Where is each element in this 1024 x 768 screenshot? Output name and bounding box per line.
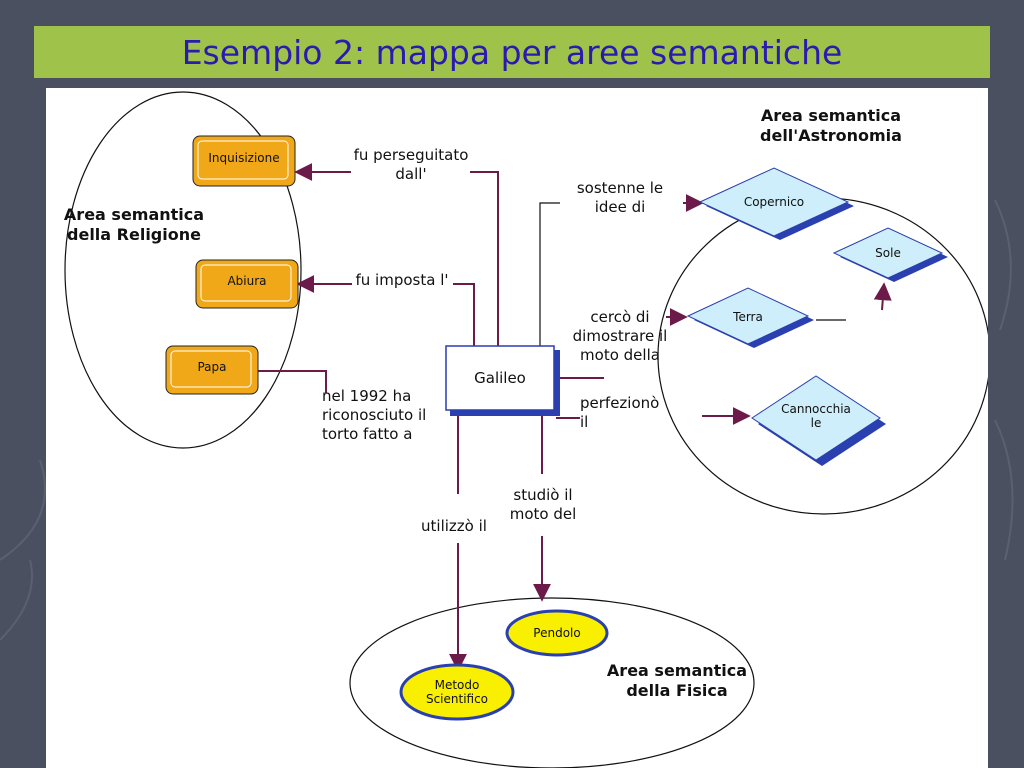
abiura-node: Abiura	[227, 274, 267, 288]
terra-node: Terra	[733, 310, 763, 324]
title-bar: Esempio 2: mappa per aree semantiche	[34, 26, 990, 78]
sole-node: Sole	[875, 246, 901, 260]
link-label-riconosciuto: nel 1992 ha riconosciuto il torto fatto …	[322, 387, 427, 443]
galileo-node: Galileo	[474, 369, 526, 387]
metodo-scientifico-node: Metodo Scientifico	[425, 678, 489, 706]
galileo-box	[445, 345, 560, 416]
area-label-fisica: Area semantica della Fisica	[606, 661, 748, 700]
papa-node: Papa	[197, 360, 227, 374]
link-label-sostenne: sostenne le idee di	[576, 179, 664, 216]
religione-area-ellipse	[64, 91, 302, 449]
orange-nodes	[165, 135, 299, 395]
pendolo-node: Pendolo	[533, 626, 581, 640]
link-label-cerco: cercò di dimostrare il moto della	[572, 308, 668, 364]
black-connector-lines	[539, 202, 846, 346]
copernico-node: Copernico	[743, 195, 805, 209]
concept-map-canvas: Area semantica della Religione Area sema…	[46, 88, 988, 768]
concept-map-graphics	[64, 91, 988, 768]
link-label-perfeziono: perfezionò il	[580, 394, 660, 431]
link-label-utilizzo: utilizzò il	[421, 517, 487, 535]
fisica-area-ellipse	[349, 597, 755, 768]
link-label-perseguitato: fu perseguitato dall'	[353, 146, 469, 183]
link-label-imposta: fu imposta l'	[355, 271, 449, 289]
area-label-religione: Area semantica della Religione	[63, 205, 205, 244]
yellow-nodes	[399, 609, 609, 721]
slide-title: Esempio 2: mappa per aree semantiche	[181, 32, 843, 72]
cannocchiale-node: Cannocchia le	[781, 402, 851, 430]
connector-lines	[258, 163, 892, 672]
inquisizione-node: Inquisizione	[208, 151, 280, 165]
diamond-nodes	[686, 167, 948, 466]
link-label-studio: studiò il moto del	[509, 486, 577, 523]
area-label-astronomia: Area semantica dell'Astronomia	[760, 106, 902, 145]
